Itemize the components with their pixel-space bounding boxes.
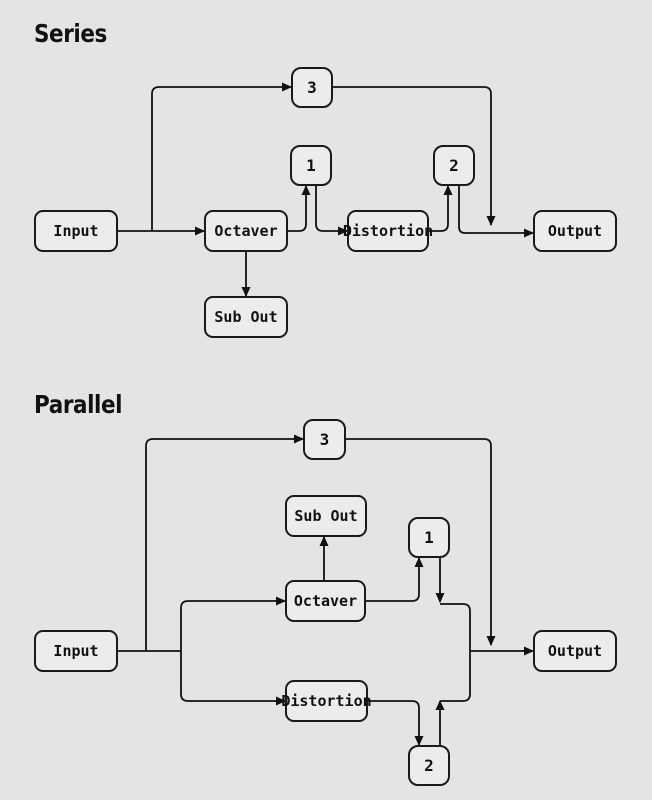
parallel-send-1-node: 1 — [408, 517, 450, 558]
parallel-input-to-octaver — [180, 596, 286, 651]
parallel-distortion-to-send-2 — [368, 700, 424, 746]
parallel-input-to-distortion — [180, 651, 286, 706]
series-send-1-to-distortion — [315, 186, 348, 236]
series-sub-out-node: Sub Out — [204, 296, 288, 338]
series-octaver-node: Octaver — [204, 210, 288, 252]
series-send-2-to-output — [458, 186, 534, 238]
parallel-connections — [118, 434, 534, 746]
series-distortion-to-send-2 — [429, 185, 453, 232]
parallel-input-to-send-3 — [145, 434, 304, 651]
series-output-node: Output — [533, 210, 617, 252]
parallel-send-3-to-output — [346, 438, 496, 646]
series-heading: Series — [34, 19, 107, 48]
parallel-octaver-node: Octaver — [285, 580, 366, 622]
parallel-output-bus — [440, 603, 471, 702]
series-send-1-node: 1 — [290, 145, 332, 186]
parallel-heading: Parallel — [34, 390, 123, 419]
parallel-send-3-node: 3 — [303, 419, 346, 460]
series-send-2-node: 2 — [433, 145, 475, 186]
parallel-input-node: Input — [34, 630, 118, 672]
series-input-to-send-3 — [151, 82, 292, 231]
parallel-output-node: Output — [533, 630, 617, 672]
parallel-distortion-node: Distortion — [281, 680, 372, 722]
parallel-octaver-to-send-1 — [366, 557, 424, 602]
series-input-node: Input — [34, 210, 118, 252]
series-send-3-node: 3 — [291, 67, 333, 108]
series-distortion-node: Distortion — [343, 210, 433, 252]
parallel-sub-out-node: Sub Out — [285, 495, 367, 537]
series-octaver-to-send-1 — [288, 185, 311, 232]
series-send-3-to-output — [333, 86, 496, 226]
parallel-send-2-node: 2 — [408, 745, 450, 786]
series-connections — [118, 82, 534, 297]
